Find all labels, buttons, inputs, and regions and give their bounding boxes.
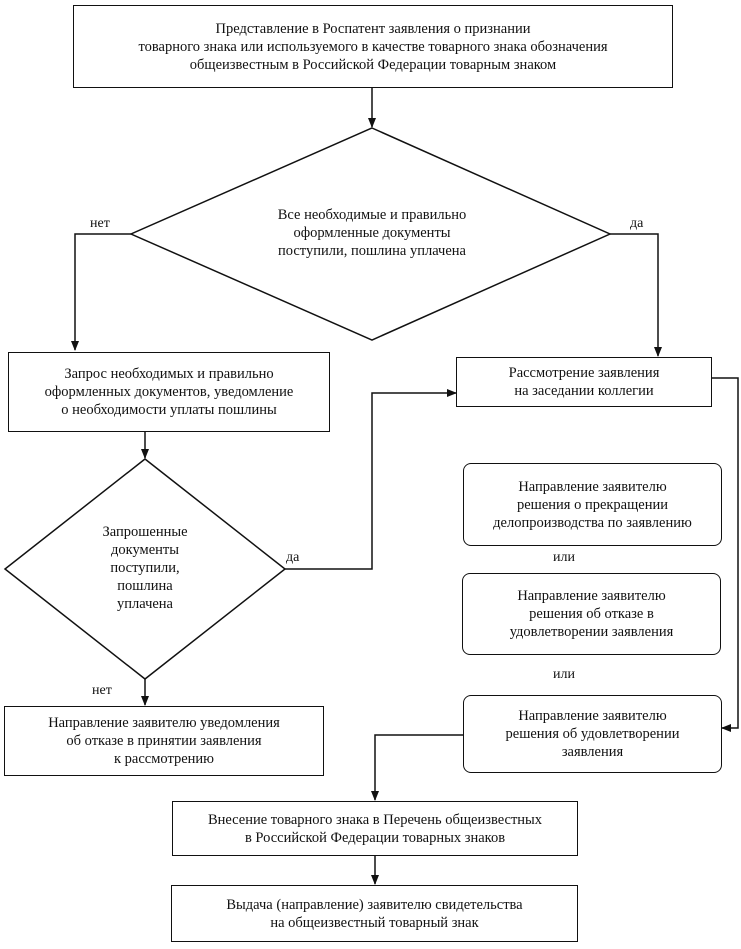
start-box-line: товарного знака или используемого в каче… xyxy=(138,38,608,55)
outcome-grant-line: заявления xyxy=(561,744,624,760)
reject-box: Направление заявителю уведомления об отк… xyxy=(4,706,324,776)
outcome-grant-box: Направление заявителю решения об удовлет… xyxy=(463,695,722,773)
start-box-line: общеизвестным в Российской Федерации тов… xyxy=(189,56,557,73)
request-box: Запрос необходимых и правильно оформленн… xyxy=(8,352,330,432)
outcome-refuse-box: Направление заявителю решения об отказе … xyxy=(462,573,721,655)
outcome-terminate-box: Направление заявителю решения о прекраще… xyxy=(463,463,722,546)
request-box-line: о необходимости уплаты пошлины xyxy=(61,402,277,418)
certificate-box-line: Выдача (направление) заявителю свидетель… xyxy=(226,896,523,913)
certificate-box: Выдача (направление) заявителю свидетель… xyxy=(171,885,578,942)
decision-requested-line: пошлина xyxy=(117,578,173,594)
decision-requested-line: поступили, xyxy=(110,560,180,576)
arrow-yes-to-review xyxy=(610,233,662,357)
decision-main-line: поступили, пошлина уплачена xyxy=(278,243,466,259)
label-yes-main: да xyxy=(630,216,644,231)
request-box-line: Запрос необходимых и правильно xyxy=(64,366,274,382)
arrow-yes-to-review-2 xyxy=(285,389,457,570)
decision-main-line: оформленные документы xyxy=(293,225,451,241)
reject-box-line: к рассмотрению xyxy=(113,751,214,767)
decision-main-line: Все необходимые и правильно xyxy=(277,207,467,223)
arrow-review-to-outcomes xyxy=(712,377,739,732)
reject-box-line: об отказе в принятии заявления xyxy=(66,733,262,749)
outcome-terminate-line: Направление заявителю xyxy=(518,478,667,495)
label-yes-requested: да xyxy=(286,550,300,565)
decision-main-text: Все необходимые и правильно оформленные … xyxy=(230,200,514,266)
decision-main-shape xyxy=(129,127,612,341)
outcome-terminate-line: решения о прекращении xyxy=(516,496,669,513)
outcome-terminate-line: делопроизводства по заявлению xyxy=(493,514,692,531)
label-no-requested: нет xyxy=(92,683,112,698)
decision-requested-line: Запрошенные xyxy=(102,524,188,540)
register-box: Внесение товарного знака в Перечень обще… xyxy=(172,801,578,856)
decision-requested-line: уплачена xyxy=(116,596,173,612)
outcome-refuse-line: Направление заявителю xyxy=(517,588,666,604)
outcome-refuse-line: решения об отказе в xyxy=(529,606,654,622)
reject-box-line: Направление заявителю уведомления xyxy=(48,715,280,731)
review-box: Рассмотрение заявления на заседании колл… xyxy=(456,357,712,407)
start-box-line: Представление в Роспатент заявления о пр… xyxy=(215,20,531,37)
decision-requested-text: Запрошенные документы поступили, пошлина… xyxy=(80,520,210,616)
decision-requested-line: документы xyxy=(111,542,179,558)
outcome-refuse-line: удовлетворении заявления xyxy=(509,624,674,640)
or-label-2: или xyxy=(553,667,575,682)
request-box-line: оформленных документов, уведомление xyxy=(44,384,294,400)
review-box-line: на заседании коллегии xyxy=(514,383,654,399)
certificate-box-line: на общеизвестный товарный знак xyxy=(270,914,479,931)
outcome-grant-line: решения об удовлетворении xyxy=(505,726,680,742)
arrow-grant-to-register xyxy=(371,734,463,801)
register-box-line: в Российской Федерации товарных знаков xyxy=(244,829,506,846)
review-box-line: Рассмотрение заявления xyxy=(508,365,660,381)
or-label-1: или xyxy=(553,550,575,565)
label-no-main: нет xyxy=(90,216,110,231)
register-box-line: Внесение товарного знака в Перечень обще… xyxy=(207,811,543,828)
start-box: Представление в Роспатент заявления о пр… xyxy=(73,5,673,88)
outcome-grant-line: Направление заявителю xyxy=(518,708,667,724)
arrow-no-to-request xyxy=(71,233,131,351)
